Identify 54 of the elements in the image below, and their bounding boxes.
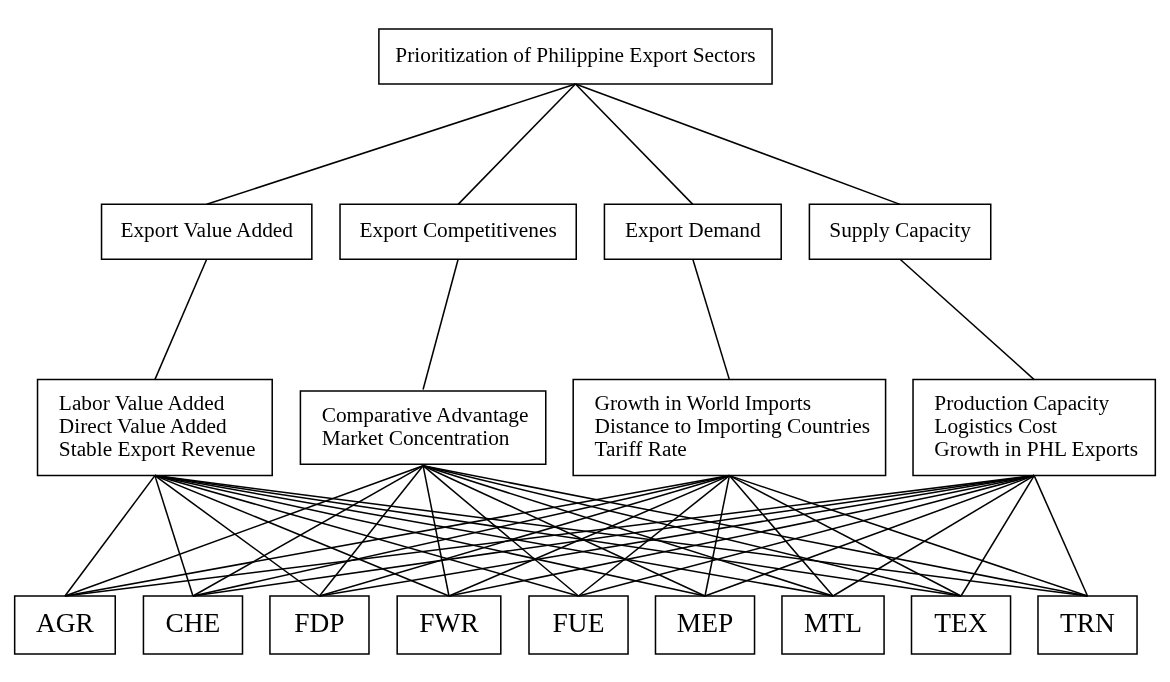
node-box: Labor Value Added Direct Value Added Stable Export Revenue [36, 378, 273, 476]
connector [154, 474, 580, 597]
connector [318, 464, 424, 597]
connector [574, 82, 694, 205]
node-box: Prioritization of Philippine Export Sectors [378, 27, 773, 85]
connector [457, 82, 577, 205]
connector [422, 464, 706, 597]
node-box: CHE [142, 594, 244, 655]
node-box: TEX [910, 594, 1012, 655]
connector [899, 257, 1035, 380]
connector [422, 464, 962, 597]
node-box: FDP [269, 594, 370, 655]
node-box: Production Capacity Logistics Cost Growth in PHL Exports [912, 378, 1157, 476]
node-box: FUE [528, 594, 629, 655]
connector [64, 474, 731, 597]
connector [422, 257, 459, 390]
connector [422, 464, 580, 597]
connector [422, 464, 1089, 597]
node-box: Comparative Advantage Market Concentration [299, 389, 547, 465]
connector [577, 474, 1035, 597]
connector [960, 474, 1035, 597]
connector [1033, 474, 1089, 597]
node-box: MTL [781, 594, 885, 655]
connector [577, 474, 731, 597]
node-box: TRN [1037, 594, 1138, 655]
connector [154, 474, 321, 597]
connector [728, 474, 962, 597]
connector [192, 464, 424, 597]
connector [154, 474, 834, 597]
node-box: FWR [396, 594, 502, 655]
connector [728, 474, 1089, 597]
connector [422, 464, 450, 597]
node-box: Export Demand [603, 203, 782, 260]
connector [692, 257, 731, 380]
connector [422, 464, 834, 597]
node-box: AGR [13, 594, 116, 655]
node-box: Growth in World Imports Distance to Importing Countries Tariff Rate [572, 378, 887, 476]
node-box: Supply Capacity [808, 203, 992, 260]
connector [205, 82, 577, 205]
connector [704, 474, 731, 597]
connector [448, 474, 731, 597]
connector [704, 474, 1035, 597]
node-box: Export Competitivenes [339, 203, 577, 260]
connector [154, 257, 208, 380]
connector [154, 474, 194, 597]
connector [574, 82, 901, 205]
node-box: Export Value Added [100, 203, 313, 260]
connector [154, 474, 450, 597]
connector [832, 474, 1035, 597]
connector [64, 474, 156, 597]
connector [64, 464, 424, 597]
connector [448, 474, 1035, 597]
connector [728, 474, 834, 597]
node-box: MEP [654, 594, 756, 655]
